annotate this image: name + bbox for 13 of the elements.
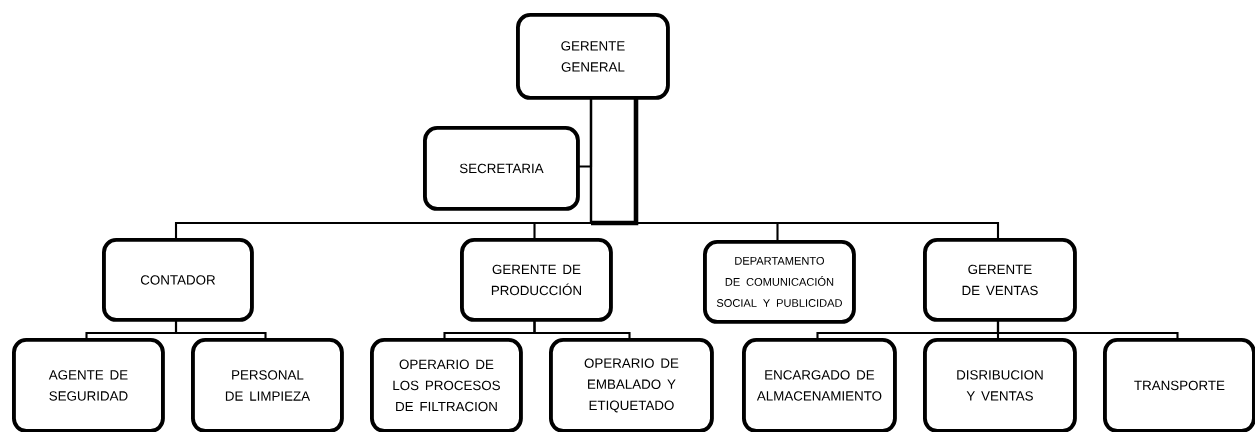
org-box: TRANSPORTE — [1103, 338, 1255, 432]
org-box: GERENTE DE PRODUCCIÓN — [460, 238, 613, 322]
org-box: ENCARGADO DE ALMACENAMIENTO — [742, 338, 897, 432]
org-box: PERSONAL DE LIMPIEZA — [191, 338, 344, 432]
org-box: GERENTE GENERAL — [516, 13, 670, 100]
org-box: OPERARIO DE LOS PROCESOS DE FILTRACION — [370, 338, 523, 432]
org-box: DISRIBUCION Y VENTAS — [923, 338, 1077, 432]
org-box: CONTADOR — [102, 238, 254, 322]
org-box: GERENTE DE VENTAS — [923, 238, 1077, 322]
org-box: SECRETARIA — [423, 126, 580, 211]
org-box: AGENTE DE SEGURIDAD — [12, 338, 165, 432]
org-box: OPERARIO DE EMBALADO Y ETIQUETADO — [549, 338, 714, 432]
org-box: DEPARTAMENTO DE COMUNICACIÓN SOCIAL Y PUBLICIDAD — [703, 240, 856, 324]
